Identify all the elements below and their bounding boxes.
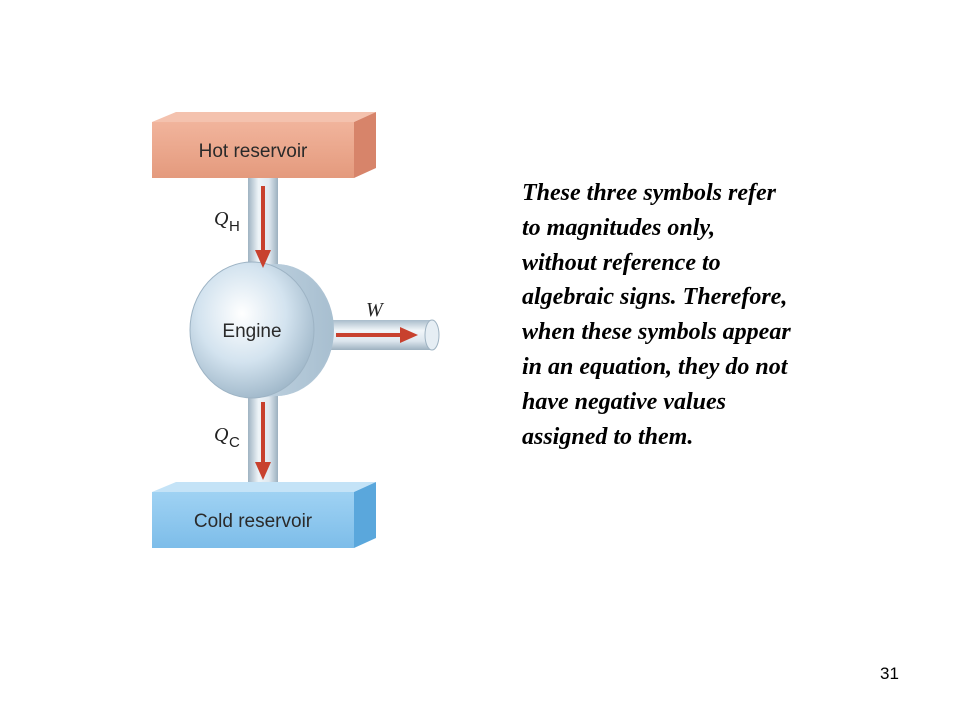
engine: Engine xyxy=(189,261,334,399)
note-line: when these symbols appear xyxy=(522,319,791,346)
note-line: to magnitudes only, xyxy=(522,214,716,241)
q-hot-label: Q H xyxy=(214,208,240,235)
q-cold-symbol: Q xyxy=(214,424,229,446)
q-hot-symbol: Q xyxy=(214,208,229,230)
note-line: have negative values xyxy=(522,388,726,415)
note-line: in an equation, they do not xyxy=(522,353,788,380)
page-number: 31 xyxy=(880,664,899,683)
work-arrow xyxy=(336,327,418,343)
note-line: assigned to them. xyxy=(522,423,694,450)
work-symbol: W xyxy=(366,299,385,321)
note-line: algebraic signs. Therefore, xyxy=(522,284,788,311)
q-hot-subscript: H xyxy=(229,218,240,235)
cold-reservoir-label: Cold reservoir xyxy=(194,511,313,532)
note-line: These three symbols refer xyxy=(522,180,776,206)
note-line: without reference to xyxy=(522,249,721,276)
engine-label: Engine xyxy=(222,321,281,342)
heat-in-arrow xyxy=(255,186,271,268)
cold-reservoir: Cold reservoir xyxy=(152,482,376,548)
hot-reservoir: Hot reservoir xyxy=(152,112,376,178)
q-cold-label: Q C xyxy=(214,424,240,451)
explanation-text: These three symbols refer to magnitudes … xyxy=(522,176,882,454)
heat-out-arrow xyxy=(255,402,271,480)
q-cold-subscript: C xyxy=(229,434,240,451)
hot-reservoir-label: Hot reservoir xyxy=(199,141,308,162)
